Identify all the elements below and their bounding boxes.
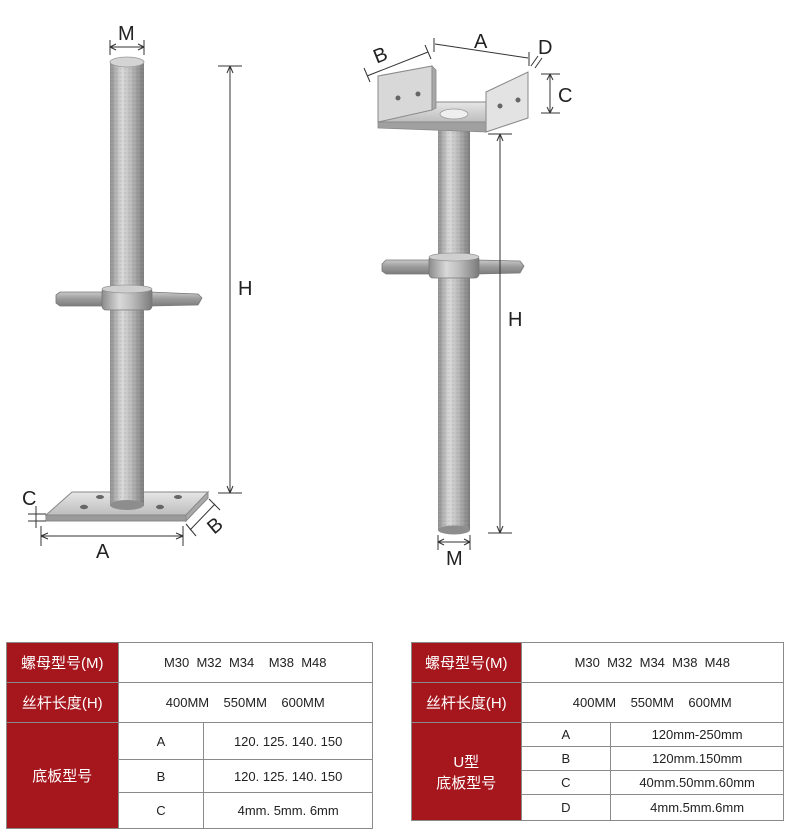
table-row: C 40mm.50mm.60mm — [412, 770, 784, 795]
product-diagram: M H A B C — [22, 23, 572, 570]
dimension-b — [185, 498, 221, 537]
base-header-u: U型 底板型号 — [411, 722, 522, 821]
dimension-m — [109, 40, 145, 55]
dimension-c — [28, 506, 46, 528]
label-a: A — [96, 541, 110, 563]
table-row: 丝杆长度(H) 400MM 550MM 600MM — [6, 682, 373, 723]
row-key: B — [117, 759, 205, 793]
label-h: H — [238, 278, 252, 300]
base-header: 底板型号 — [6, 722, 119, 829]
spec-table-flat-base: 螺母型号(M) M30 M32 M34 M38 M48 丝杆长度(H) 400M… — [6, 642, 373, 829]
table-row: 螺母型号(M) M30 M32 M34 M38 M48 — [411, 642, 785, 683]
label-h-u: H — [508, 309, 522, 331]
dimension-h-u — [488, 133, 512, 534]
label-c: C — [22, 488, 36, 510]
label-c-u: C — [558, 85, 572, 107]
label-d-u: D — [538, 37, 552, 59]
row-key: C — [520, 770, 612, 795]
row-key: B — [520, 746, 612, 771]
row-value: 4mm. 5mm. 6mm — [203, 792, 373, 829]
rod-values-u: 400MM 550MM 600MM — [520, 682, 785, 723]
dimension-b-u — [363, 44, 432, 83]
dimension-m-u — [437, 535, 471, 550]
dimension-a — [40, 526, 184, 546]
row-value: 120mm.150mm — [610, 746, 784, 771]
table-row: B 120mm.150mm — [412, 746, 784, 771]
u-head-plate — [377, 65, 529, 133]
base-header-u-line1: U型 — [453, 753, 480, 771]
row-value: 120mm-250mm — [610, 722, 784, 747]
label-b-u: B — [370, 43, 391, 68]
handle-nut-u — [381, 252, 525, 279]
row-key: D — [520, 794, 612, 821]
row-value: 40mm.50mm.60mm — [610, 770, 784, 795]
label-b: B — [203, 513, 227, 538]
nut-header: 螺母型号(M) — [6, 642, 119, 683]
row-key: A — [520, 722, 612, 747]
table-row: 丝杆长度(H) 400MM 550MM 600MM — [411, 682, 785, 723]
spec-table-u-head: 螺母型号(M) M30 M32 M34 M38 M48 丝杆长度(H) 400M… — [411, 642, 785, 821]
rod-values: 400MM 550MM 600MM — [117, 682, 373, 723]
table-row: 螺母型号(M) M30 M32 M34 M38 M48 — [6, 642, 373, 683]
u-head-jack: B A D C H — [363, 31, 572, 570]
table-row: U型 底板型号 A 120mm-250mm — [411, 722, 784, 821]
base-header-u-line2: 底板型号 — [436, 774, 497, 792]
nut-values: M30 M32 M34 M38 M48 — [117, 642, 373, 683]
row-key: A — [117, 722, 205, 760]
base-jack-flat: M H A B C — [22, 23, 252, 563]
dimension-a-u — [433, 38, 530, 66]
dimension-c-u — [541, 73, 560, 114]
row-value: 4mm.5mm.6mm — [610, 794, 784, 821]
row-value: 120. 125. 140. 150 — [203, 722, 373, 760]
row-value: 120. 125. 140. 150 — [203, 759, 373, 793]
dimension-h — [218, 65, 242, 494]
nut-values-u: M30 M32 M34 M38 M48 — [520, 642, 785, 683]
nut-header-u: 螺母型号(M) — [411, 642, 522, 683]
handle-nut — [55, 284, 203, 311]
label-m-u: M — [446, 548, 463, 570]
label-a-u: A — [474, 31, 488, 53]
dimension-d-u — [530, 55, 543, 69]
rod-header: 丝杆长度(H) — [6, 682, 119, 723]
table-row: 底板型号 A 120. 125. 140. 150 — [6, 722, 373, 829]
rod-header-u: 丝杆长度(H) — [411, 682, 522, 723]
label-m: M — [118, 23, 135, 45]
table-row: D 4mm.5mm.6mm — [412, 794, 784, 821]
row-key: C — [117, 792, 205, 829]
